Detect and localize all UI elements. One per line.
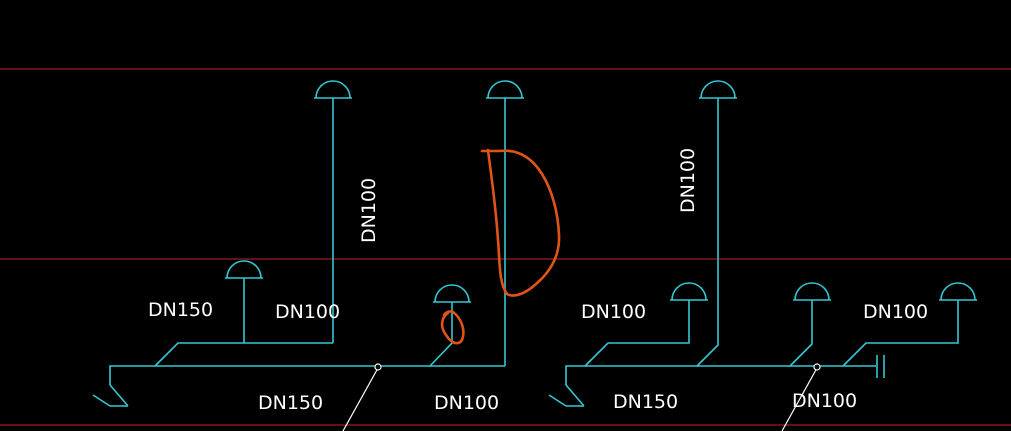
right-leader-dot [813, 363, 821, 371]
left-head-branch-label: DN150 [148, 299, 213, 321]
right-main-pipe [565, 365, 876, 385]
sprinkler-head-icon [486, 80, 524, 99]
sprinkler-head-icon [670, 282, 708, 301]
left-pipe-system [92, 80, 524, 431]
center-main-bottom-label: DN100 [434, 392, 499, 414]
sprinkler-head-icon [939, 282, 977, 301]
right-branch-pipe-1 [584, 300, 690, 367]
right-main-bottom-b-label: DN100 [792, 390, 857, 412]
right-branch-b-label: DN100 [863, 301, 928, 323]
sprinkler-head-icon [314, 80, 352, 99]
markup-annotation-loop [440, 310, 465, 345]
right-leader-line [781, 367, 818, 431]
left-main-bottom-label: DN150 [258, 392, 323, 414]
sprinkler-head-icon [225, 260, 263, 279]
right-vertical-label: DN100 [677, 148, 699, 213]
left-main-pipe [109, 365, 505, 385]
right-main-bottom-a-label: DN150 [613, 391, 678, 413]
sprinkler-head-icon [433, 284, 471, 303]
sprinkler-head-icon [793, 282, 831, 301]
valve-icon [876, 355, 885, 378]
left-mid-branch-label: DN100 [275, 301, 340, 323]
right-pipe-system [548, 80, 977, 431]
right-inlet-symbol [548, 384, 585, 407]
left-vertical-label: DN100 [358, 178, 380, 243]
left-branch-pipe [154, 342, 333, 367]
right-branch-pipe-3 [842, 300, 959, 367]
left-leader-line [342, 367, 379, 431]
sprinkler-head-icon [699, 80, 737, 99]
left-leader-dot [374, 363, 382, 371]
right-branch-a-label: DN100 [581, 301, 646, 323]
right-branch-pipe-2 [789, 300, 813, 367]
left-inlet-symbol [92, 384, 129, 407]
markup-annotation-d [480, 148, 561, 297]
right-riser-pipe [696, 98, 719, 367]
